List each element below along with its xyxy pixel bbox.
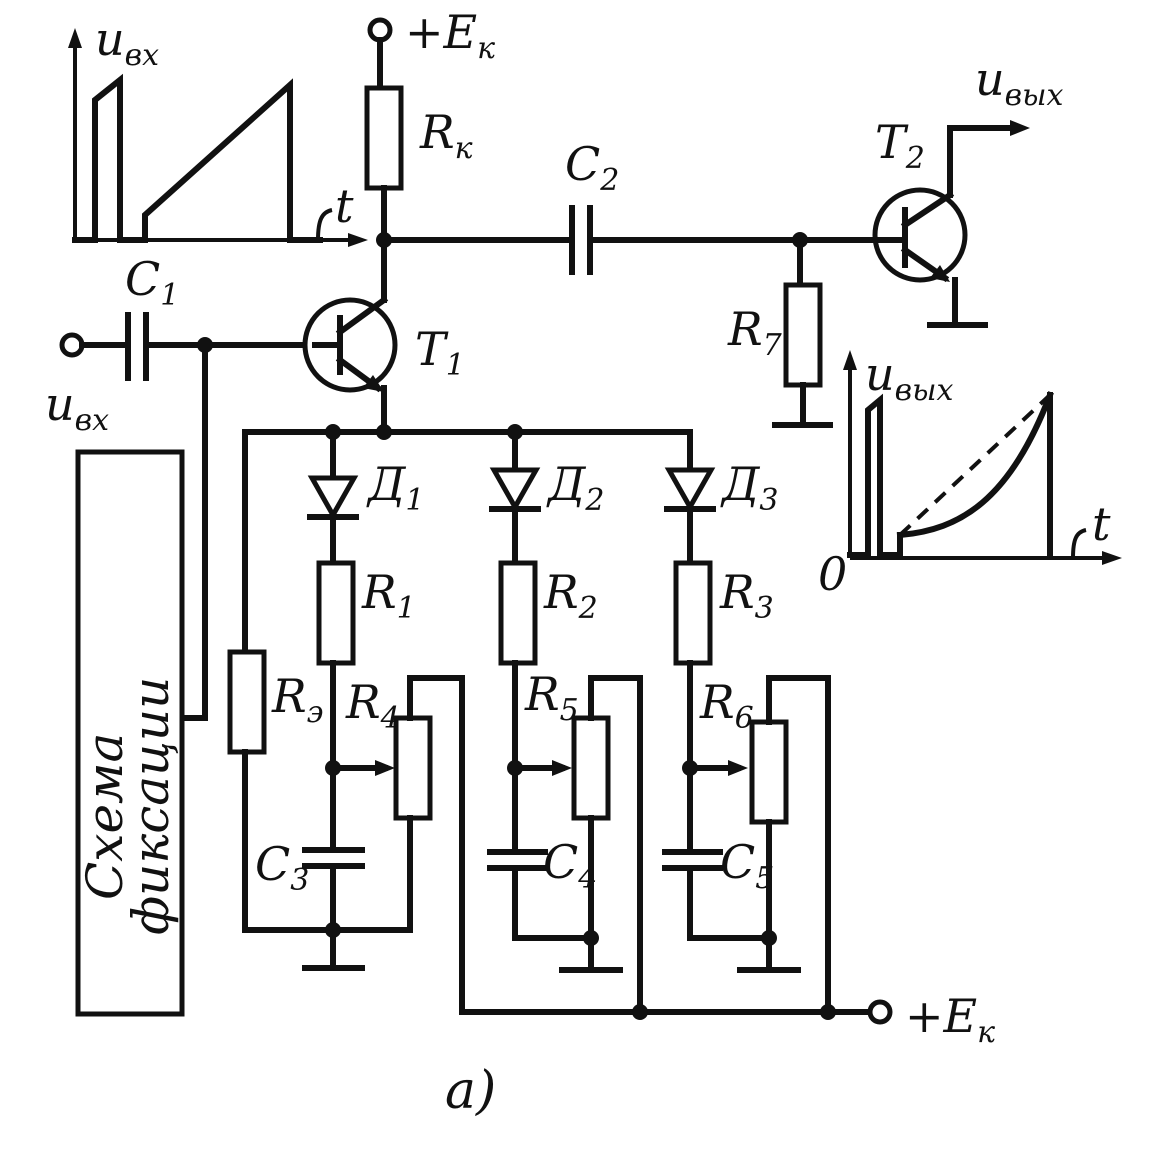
t2-label: T2 [875, 115, 925, 176]
input-stage: uвх C1 [45, 252, 318, 721]
r3-label: R3 [719, 565, 774, 626]
ek-bottom-label: +Eк [905, 989, 995, 1050]
r7-branch: R7 [727, 237, 833, 428]
r6-label: R6 [699, 675, 754, 736]
input-waveform-graph: uвх t [68, 12, 368, 247]
input-graph-t-label: t [335, 179, 354, 233]
ek-top-label: +Eк [405, 5, 495, 66]
t1-label: T1 [415, 322, 465, 383]
output-graph-t-label: t [1092, 497, 1111, 551]
transistor-t1: T1 [302, 237, 465, 435]
r4-label: R4 [345, 675, 400, 736]
r1-label: R1 [361, 565, 416, 626]
transistor-t2: T2 uвых [872, 52, 1064, 328]
collector-supply: +Eк Rк [364, 5, 495, 243]
output-graph-u-label: uвых [865, 347, 954, 408]
d3-label: Д3 [720, 457, 779, 518]
c5-label: C5 [720, 835, 774, 896]
bottom-supply-bus: +Eк [459, 989, 995, 1050]
output-graph-origin-label: 0 [818, 547, 847, 601]
branch-3: Д3 R3 R6 C5 [662, 429, 831, 1015]
c4-label: C4 [543, 835, 597, 896]
fixation-scheme-box: Схема фиксации [75, 449, 185, 1017]
figure-caption: а) [445, 1061, 496, 1121]
r5-label: R5 [524, 667, 579, 728]
u-out-t2-label: uвых [975, 52, 1064, 113]
c2-label: C2 [565, 137, 619, 198]
rk-label: Rк [419, 105, 473, 166]
branch-2: Д2 R2 R5 C4 [487, 429, 643, 1015]
fixation-label-line2: фиксации [122, 677, 180, 935]
c3-label: C3 [255, 837, 309, 898]
c1-label: C1 [125, 252, 179, 313]
branch-1: Д1 R1 R4 C3 [255, 429, 465, 1015]
d1-label: Д1 [366, 457, 425, 518]
input-graph-u-label: uвх [95, 12, 159, 73]
r7-label: R7 [727, 302, 783, 363]
r2-label: R2 [543, 565, 598, 626]
output-waveform-graph: uвых t 0 [818, 347, 1122, 601]
u-in-input-label: uвх [45, 377, 109, 438]
d2-label: Д2 [546, 457, 605, 518]
re-label: Rэ [271, 669, 323, 730]
fixation-label-line1: Схема [76, 733, 134, 900]
